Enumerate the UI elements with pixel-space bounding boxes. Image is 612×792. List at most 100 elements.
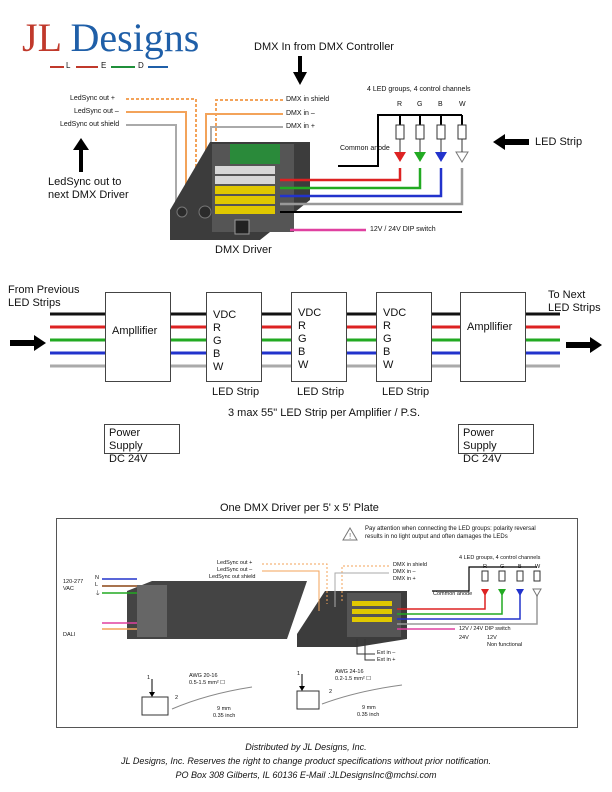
b-dmx-plus: DMX in + bbox=[393, 576, 416, 582]
dim1-mm: 9 mm bbox=[217, 706, 231, 712]
logo-letter-d: D bbox=[138, 61, 144, 70]
vac-pin-l: L bbox=[95, 582, 99, 588]
b-groups-title: 4 LED groups, 4 control channels bbox=[459, 555, 541, 561]
logo: JL Designs bbox=[22, 14, 199, 61]
to-next-arrow-icon bbox=[566, 337, 602, 353]
amplifier-right: Ampllifier bbox=[460, 292, 526, 382]
vac-pin-ground: ⏚ bbox=[95, 591, 101, 597]
channel-g: G bbox=[417, 101, 423, 108]
strip2-b: B bbox=[298, 346, 306, 358]
led-strip-label: LED Strip bbox=[535, 136, 583, 148]
dmx-in-title: DMX In from DMX Controller bbox=[254, 41, 394, 53]
b-ledsync-plus: LedSync out + bbox=[217, 560, 253, 566]
led-strip-box-1: VDC R G B W bbox=[206, 292, 262, 382]
b-ext-plus: Ext in + bbox=[377, 657, 396, 663]
groups-title: 4 LED groups, 4 control channels bbox=[367, 86, 471, 93]
led-strip-box-2: VDC R G B W bbox=[291, 292, 347, 382]
led-strip-box-3: VDC R G B W bbox=[376, 292, 432, 382]
dali-label: DALI bbox=[63, 632, 76, 638]
step1-b: 1 bbox=[297, 671, 301, 677]
awg2-line1: AWG 24-16 bbox=[335, 669, 364, 675]
svg-text:!: ! bbox=[349, 532, 351, 541]
ps-left-line2: DC 24V bbox=[109, 453, 148, 465]
ledsync-plus-label: LedSync out + bbox=[70, 95, 115, 102]
led-strip-arrow-icon bbox=[493, 134, 529, 150]
strip3-b: B bbox=[383, 346, 391, 358]
dim1-inch: 0.35 inch bbox=[213, 713, 236, 719]
strip2-w: W bbox=[298, 359, 309, 371]
b-dip-12v: 12V bbox=[487, 635, 497, 641]
ledsync-next-label: LedSync out to next DMX Driver bbox=[48, 176, 129, 201]
awg2-line2: 0.2-1.5 mm² ☐ bbox=[335, 676, 372, 682]
vac-label: 120-277 VAC bbox=[63, 579, 84, 592]
logo-letter-e: E bbox=[101, 61, 107, 70]
b-dip-24v: 24V bbox=[459, 635, 469, 641]
dmx-shield-label: DMX in shield bbox=[286, 96, 330, 103]
ps-left-line1: Power Supply bbox=[109, 427, 143, 452]
ledsync-shield-label: LedSync out shield bbox=[60, 121, 120, 128]
awg1-line2: 0.5-1.5 mm² ☐ bbox=[189, 680, 226, 686]
strip2-caption: LED Strip bbox=[297, 386, 345, 398]
footer-address: PO Box 308 Gilberts, IL 60136 E-Mail :JL… bbox=[175, 770, 437, 780]
strip2-vdc: VDC bbox=[298, 307, 322, 319]
b-channel-b: B bbox=[518, 564, 522, 570]
strip3-w: W bbox=[383, 359, 394, 371]
channel-w: W bbox=[459, 101, 466, 108]
ps-right-line2: DC 24V bbox=[463, 453, 502, 465]
channel-r: R bbox=[397, 101, 403, 108]
dmx-driver-label: DMX Driver bbox=[215, 244, 272, 256]
strip2-r: R bbox=[298, 320, 306, 332]
strip3-r: R bbox=[383, 320, 391, 332]
b-channel-w: W bbox=[535, 564, 541, 570]
ps-right-line1: Power Supply bbox=[463, 427, 497, 452]
warning-text: Pay attention when connecting the LED gr… bbox=[365, 526, 536, 540]
ledsync-minus-label: LedSync out – bbox=[74, 108, 119, 115]
footer-distributor: Distributed by JL Designs, Inc. bbox=[245, 742, 367, 752]
logo-letter-l: L bbox=[66, 61, 71, 70]
top-wiring-svg bbox=[126, 98, 469, 240]
dim2-mm: 9 mm bbox=[362, 705, 376, 711]
strip2-g: G bbox=[298, 333, 307, 345]
power-supply-right: Power Supply DC 24V bbox=[458, 424, 534, 465]
dmx-minus-label: DMX in – bbox=[286, 110, 315, 117]
logo-designs: Designs bbox=[70, 15, 200, 60]
footer-rights: JL Designs, Inc. Reserves the right to c… bbox=[120, 756, 492, 766]
dmx-plus-label: DMX in + bbox=[286, 123, 315, 130]
logo-jl: JL bbox=[22, 15, 62, 60]
b-channel-r: R bbox=[483, 564, 487, 570]
vac-pin-n: N bbox=[95, 575, 99, 581]
ledsync-arrow-icon bbox=[73, 138, 89, 172]
strip1-vdc: VDC bbox=[213, 309, 237, 321]
step2-b: 2 bbox=[329, 689, 333, 695]
strip1-g: G bbox=[213, 335, 222, 347]
strip1-b: B bbox=[213, 348, 221, 360]
strip1-caption: LED Strip bbox=[212, 386, 260, 398]
step2-a: 2 bbox=[175, 695, 179, 701]
amplifier-left: Ampllifier bbox=[105, 292, 171, 382]
from-prev-arrow-icon bbox=[10, 335, 46, 351]
strip3-caption: LED Strip bbox=[382, 386, 430, 398]
bottom-wiring-svg bbox=[102, 563, 542, 716]
strip1-w: W bbox=[213, 361, 224, 373]
awg1-line1: AWG 20-16 bbox=[189, 673, 218, 679]
b-common-anode: Common anode bbox=[433, 591, 473, 597]
logo-led-strip: L E D bbox=[50, 61, 170, 72]
b-dip-switch: 12V / 24V DIP switch bbox=[459, 626, 511, 632]
channel-b: B bbox=[438, 101, 443, 108]
common-anode-label: Common anode bbox=[340, 145, 390, 152]
strip1-r: R bbox=[213, 322, 221, 334]
strip3-g: G bbox=[383, 333, 392, 345]
step1-a: 1 bbox=[147, 675, 151, 681]
dim2-inch: 0.35 inch bbox=[357, 712, 380, 718]
b-ext-minus: Ext in – bbox=[377, 650, 396, 656]
b-ledsync-minus: LedSync out – bbox=[217, 567, 253, 573]
bottom-frame: ! Pay attention when connecting the LED … bbox=[56, 518, 578, 728]
amplifier-left-label: Ampllifier bbox=[112, 325, 158, 337]
to-next-label: To Next LED Strips bbox=[548, 289, 601, 314]
from-prev-label: From Previous LED Strips bbox=[8, 284, 80, 309]
b-channel-g: G bbox=[500, 564, 505, 570]
strip3-vdc: VDC bbox=[383, 307, 407, 319]
warning-icon: ! bbox=[342, 527, 358, 541]
amplifier-right-label: Ampllifier bbox=[467, 321, 513, 333]
amplifier-note: 3 max 55" LED Strip per Amplifier / P.S. bbox=[228, 407, 421, 419]
